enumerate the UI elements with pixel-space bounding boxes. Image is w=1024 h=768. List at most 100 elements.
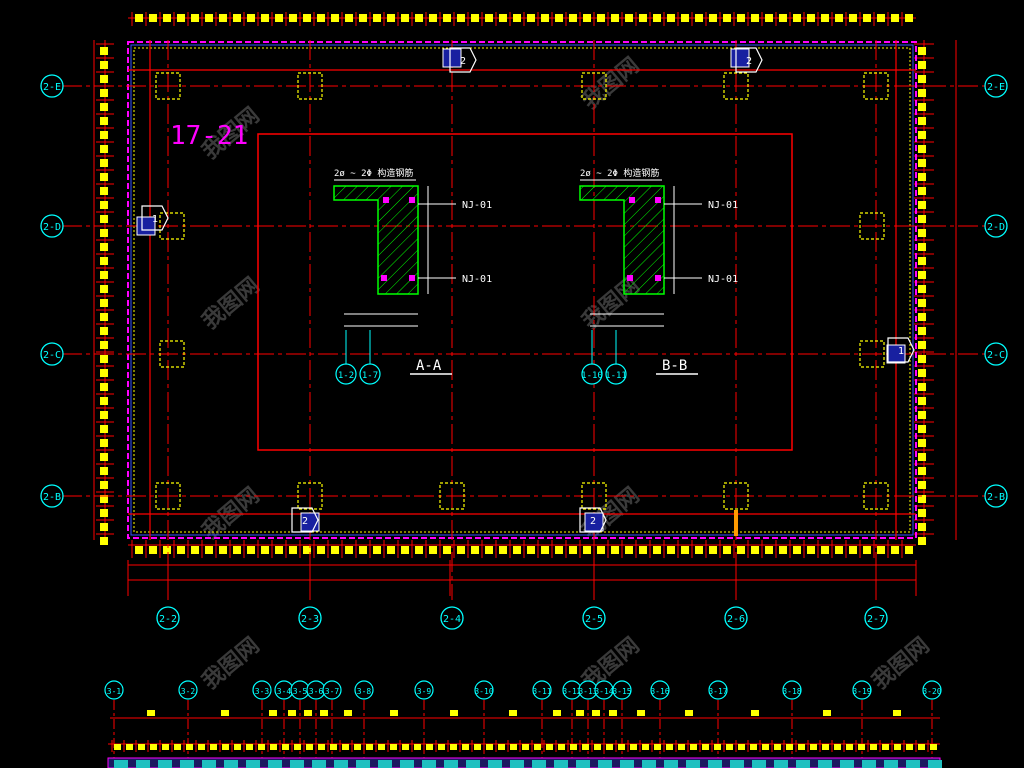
section-note: 2ø ~ 2Φ 构造钢筋 bbox=[334, 167, 413, 179]
outer-wall bbox=[127, 41, 917, 539]
rebar-mark bbox=[409, 275, 415, 281]
lower-dimension-text-mark bbox=[846, 744, 853, 750]
lower-wall-insert bbox=[334, 760, 348, 768]
dimension-text-mark bbox=[359, 546, 367, 554]
section-marker-flag bbox=[579, 507, 607, 533]
dimension-text-mark bbox=[793, 14, 801, 22]
dimension-text-mark bbox=[681, 546, 689, 554]
dimension-text-mark bbox=[807, 14, 815, 22]
dimension-text-mark bbox=[471, 546, 479, 554]
lower-wall-insert bbox=[158, 760, 172, 768]
dimension-text-mark bbox=[100, 215, 108, 223]
lower-axis-label: 3-6 bbox=[309, 687, 324, 696]
lower-dimension-text-mark bbox=[304, 710, 312, 716]
dimension-text-mark bbox=[905, 546, 913, 554]
dimension-text-mark bbox=[177, 14, 185, 22]
dimension-text-mark bbox=[373, 14, 381, 22]
dimension-text-mark bbox=[918, 89, 926, 97]
dimension-text-mark bbox=[918, 509, 926, 517]
lower-dimension-text-mark bbox=[186, 744, 193, 750]
dimension-text-mark bbox=[100, 271, 108, 279]
dimension-text-mark bbox=[100, 369, 108, 377]
lower-wall-insert bbox=[774, 760, 788, 768]
lower-wall-insert bbox=[466, 760, 480, 768]
axis-bubble-circle bbox=[40, 484, 64, 508]
dimension-text-mark bbox=[331, 546, 339, 554]
dimension-text-mark bbox=[905, 14, 913, 22]
lower-dimension-text-mark bbox=[150, 744, 157, 750]
lower-dimension-text-mark bbox=[342, 744, 349, 750]
dimension-text-mark bbox=[877, 546, 885, 554]
axis-bubble-bottom: 2-4 bbox=[440, 606, 464, 630]
axis-bubble-circle bbox=[864, 606, 888, 630]
column bbox=[723, 482, 749, 510]
dimension-text-mark bbox=[373, 546, 381, 554]
dimension-text-mark bbox=[765, 546, 773, 554]
dimension-text-mark bbox=[918, 355, 926, 363]
dimension-text-mark bbox=[695, 546, 703, 554]
dimension-text-mark bbox=[247, 546, 255, 554]
dimension-text-mark bbox=[849, 14, 857, 22]
dimension-text-mark bbox=[317, 546, 325, 554]
wall-hatch bbox=[133, 47, 911, 533]
axis-bubble-right: 2-E bbox=[984, 74, 1008, 98]
column bbox=[439, 482, 465, 510]
lower-dimension-text-mark bbox=[642, 744, 649, 750]
dimension-text-mark bbox=[261, 14, 269, 22]
lower-wall-insert bbox=[598, 760, 612, 768]
lower-dimension-text-mark bbox=[234, 744, 241, 750]
axis-bubble-right: 2-C bbox=[984, 342, 1008, 366]
lower-axis-label: 3-3 bbox=[255, 687, 270, 696]
lower-dimension-text-mark bbox=[522, 744, 529, 750]
lower-dimension-text-mark bbox=[594, 744, 601, 750]
dimension-text-mark bbox=[100, 159, 108, 167]
lower-dimension-text-mark bbox=[894, 744, 901, 750]
dimension-text-mark bbox=[737, 14, 745, 22]
dimension-text-mark bbox=[918, 173, 926, 181]
dimension-text-mark bbox=[597, 14, 605, 22]
section-marker-label: 2 bbox=[302, 516, 308, 527]
axis-bubble-circle bbox=[984, 214, 1008, 238]
dimension-text-mark bbox=[100, 61, 108, 69]
dimension-text-mark bbox=[100, 173, 108, 181]
dimension-text-mark bbox=[597, 546, 605, 554]
lower-dimension-text-mark bbox=[450, 710, 458, 716]
dimension-text-mark bbox=[359, 14, 367, 22]
dimension-text-mark bbox=[471, 14, 479, 22]
rebar-mark bbox=[381, 275, 387, 281]
axis-bubble-circle bbox=[40, 342, 64, 366]
axis-bubble-bottom: 2-2 bbox=[156, 606, 180, 630]
lower-dimension-text-mark bbox=[858, 744, 865, 750]
dimension-text-mark bbox=[918, 187, 926, 195]
lower-axis-label: 3-19 bbox=[852, 687, 871, 696]
dimension-text-mark bbox=[443, 546, 451, 554]
lower-wall-insert bbox=[202, 760, 216, 768]
lower-wall-insert bbox=[796, 760, 810, 768]
dimension-text-mark bbox=[918, 47, 926, 55]
lower-dimension-text-mark bbox=[210, 744, 217, 750]
callout-label: NJ-01 bbox=[708, 274, 738, 285]
lower-dimension-text-mark bbox=[678, 744, 685, 750]
lower-dimension-text-mark bbox=[288, 710, 296, 716]
dimension-text-mark bbox=[653, 14, 661, 22]
column bbox=[297, 72, 323, 100]
dimension-text-mark bbox=[317, 14, 325, 22]
section-marker: 1 bbox=[887, 337, 915, 363]
sheet-label: 17-21 bbox=[170, 121, 248, 151]
dimension-text-mark bbox=[918, 411, 926, 419]
dimension-text-mark bbox=[918, 299, 926, 307]
dimension-text-mark bbox=[485, 546, 493, 554]
dimension-text-mark bbox=[821, 546, 829, 554]
opening-insert bbox=[584, 512, 604, 532]
section-profile bbox=[579, 185, 665, 295]
lower-dimension-text-mark bbox=[714, 744, 721, 750]
dimension-text-mark bbox=[135, 546, 143, 554]
dimension-text-mark bbox=[401, 546, 409, 554]
dimension-text-mark bbox=[100, 145, 108, 153]
lower-wall-insert bbox=[576, 760, 590, 768]
axis-bubble-circle bbox=[440, 606, 464, 630]
dimension-text-mark bbox=[555, 546, 563, 554]
lower-dimension-text-mark bbox=[498, 744, 505, 750]
axis-bubble-label: 2-5 bbox=[585, 614, 603, 625]
dimension-text-mark bbox=[100, 341, 108, 349]
